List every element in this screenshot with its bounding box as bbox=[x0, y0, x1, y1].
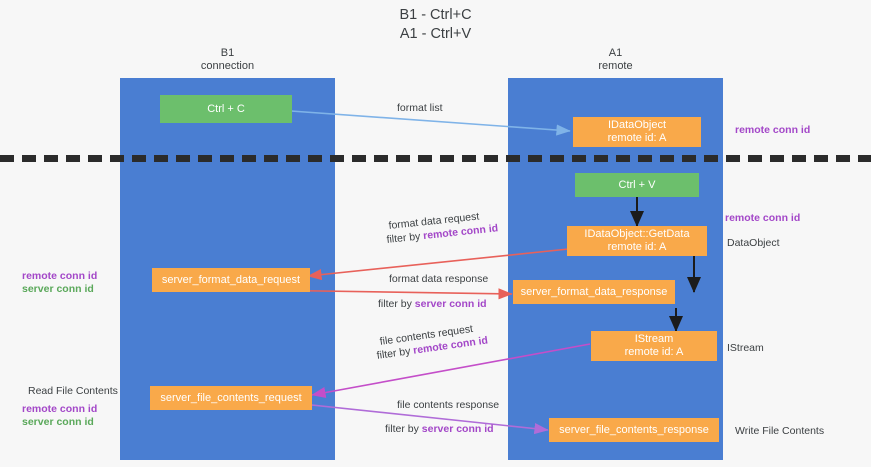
box-idataobject-line1: IDataObject bbox=[607, 119, 667, 131]
box-server-file-contents-request-label: server_file_contents_request bbox=[160, 391, 302, 404]
edge-label-file-contents-response-filter: filter by server conn id bbox=[385, 423, 494, 436]
filter-prefix: filter by bbox=[378, 298, 415, 310]
box-server-format-data-response[interactable]: server_format_data_response bbox=[513, 280, 675, 304]
box-server-file-contents-request[interactable]: server_file_contents_request bbox=[150, 386, 312, 410]
box-ctrl-c-label: Ctrl + C bbox=[207, 102, 245, 115]
box-server-file-contents-response-label: server_file_contents_response bbox=[559, 423, 709, 436]
side-label-remote-conn-id-mid: remote conn id bbox=[725, 212, 801, 224]
filter-key-server-conn-id: server conn id bbox=[421, 423, 494, 435]
box-getdata-line1: IDataObject::GetData bbox=[584, 228, 690, 240]
box-idataobject-line2: remote id: A bbox=[607, 132, 667, 144]
box-getdata-line2: remote id: A bbox=[607, 241, 667, 253]
box-server-format-data-request-label: server_format_data_request bbox=[161, 273, 301, 286]
side-label-remote-conn-id-top: remote conn id bbox=[735, 124, 811, 136]
side-label-dataobject: DataObject bbox=[727, 237, 780, 249]
box-ctrl-c[interactable]: Ctrl + C bbox=[160, 95, 292, 123]
side-label-read-file-contents: Read File Contents bbox=[28, 385, 118, 397]
box-server-format-data-request[interactable]: server_format_data_request bbox=[152, 268, 310, 292]
page-title: B1 - Ctrl+C A1 - Ctrl+V bbox=[399, 7, 472, 42]
edge-label-format-data-response-filter: filter by server conn id bbox=[378, 298, 487, 311]
lane-header-a1: A1 remote bbox=[598, 47, 633, 72]
box-istream-line2: remote id: A bbox=[624, 346, 684, 358]
section-divider bbox=[0, 155, 871, 162]
box-server-format-data-response-label: server_format_data_response bbox=[520, 285, 668, 298]
edge-label-format-data-response: format data response bbox=[389, 273, 489, 285]
box-ctrl-v[interactable]: Ctrl + V bbox=[575, 173, 699, 197]
side-label-remote-conn-id-left-2: remote conn id bbox=[22, 403, 98, 415]
box-idataobject[interactable]: IDataObject remote id: A bbox=[573, 117, 701, 147]
box-idataobject-getdata[interactable]: IDataObject::GetData remote id: A bbox=[567, 226, 707, 256]
side-label-server-conn-id-left-2: server conn id bbox=[22, 416, 94, 428]
edge-label-file-contents-response: file contents response bbox=[397, 399, 500, 411]
box-istream[interactable]: IStream remote id: A bbox=[591, 331, 717, 361]
box-server-file-contents-response[interactable]: server_file_contents_response bbox=[549, 418, 719, 442]
lane-header-b1: B1 connection bbox=[200, 47, 255, 72]
side-label-write-file-contents: Write File Contents bbox=[735, 425, 825, 437]
filter-key-server-conn-id: server conn id bbox=[414, 298, 487, 310]
edge-label-format-list: format list bbox=[397, 102, 443, 114]
box-ctrl-v-label: Ctrl + V bbox=[618, 178, 656, 191]
side-label-remote-conn-id-left-1: remote conn id bbox=[22, 270, 98, 282]
filter-prefix: filter by bbox=[386, 230, 424, 246]
box-istream-line1: IStream bbox=[634, 333, 674, 345]
side-label-istream: IStream bbox=[727, 342, 764, 354]
filter-prefix: filter by bbox=[385, 423, 422, 435]
side-label-server-conn-id-left-1: server conn id bbox=[22, 283, 94, 295]
